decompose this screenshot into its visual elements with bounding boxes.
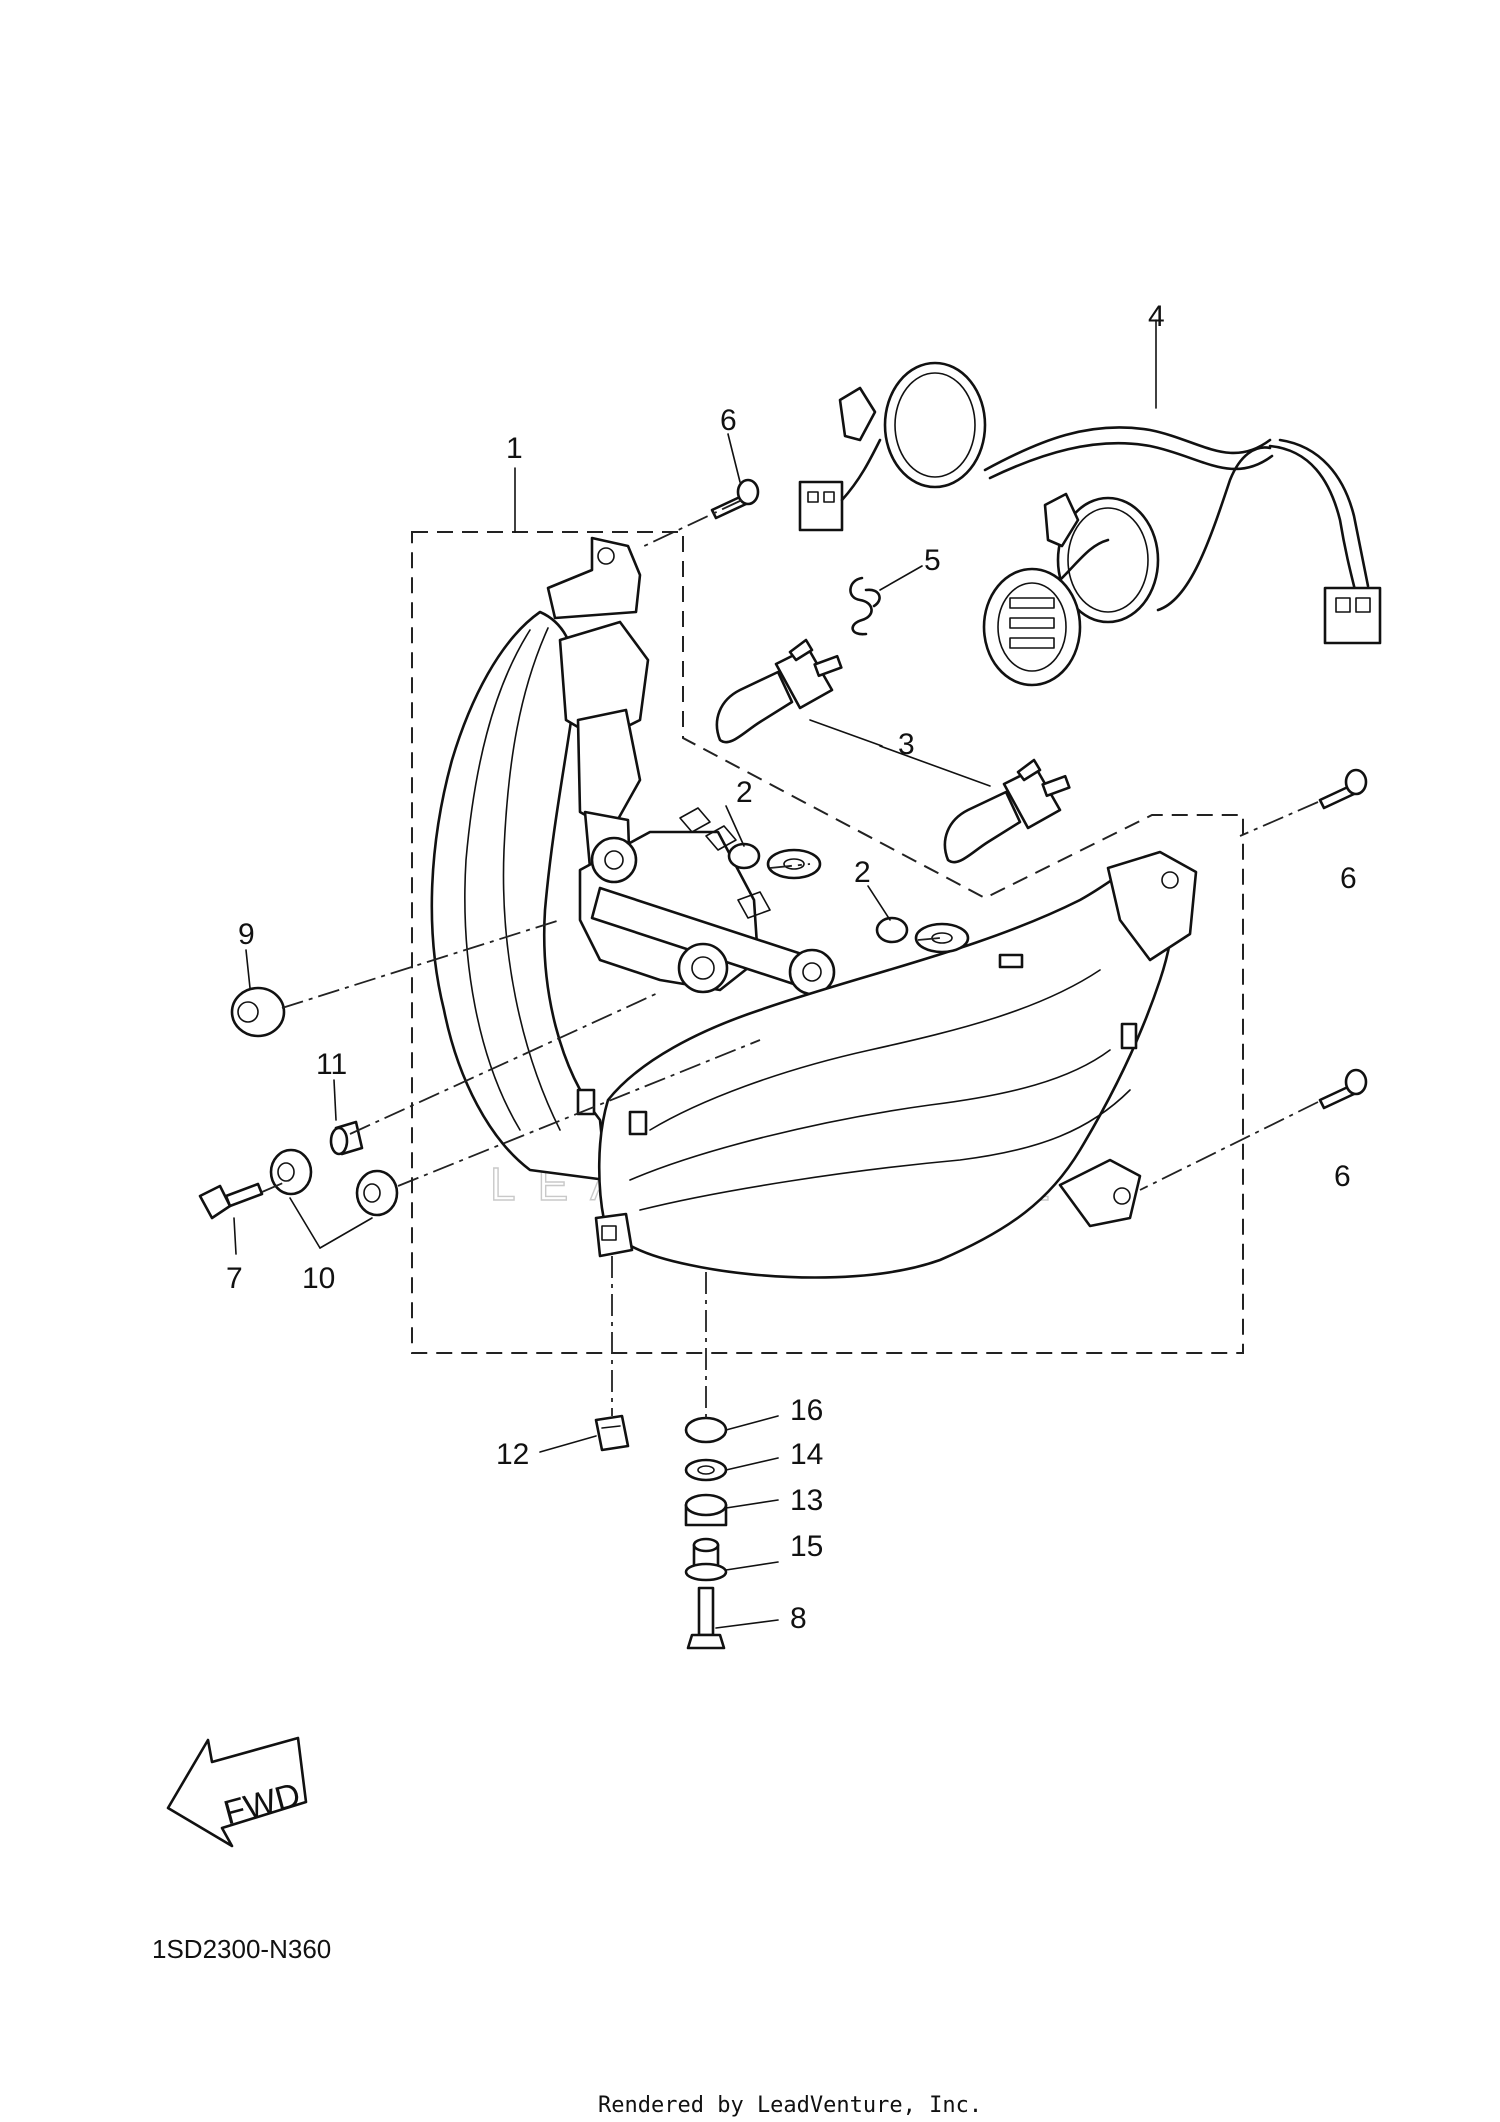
damper-10-right — [355, 1169, 399, 1217]
spring-clip — [849, 576, 881, 636]
callout-14: 14 — [790, 1438, 823, 1471]
callout-6-right-upper: 6 — [1340, 862, 1357, 895]
callout-2-lower: 2 — [854, 856, 871, 889]
render-credit: Rendered by LeadVenture, Inc. — [598, 2093, 982, 2118]
grommet-16 — [684, 1416, 728, 1444]
callout-5: 5 — [924, 544, 941, 577]
callout-16: 16 — [790, 1394, 823, 1427]
screw-right-upper — [1318, 768, 1368, 810]
collar-11 — [329, 1120, 364, 1156]
leader-lines — [233, 319, 1157, 1629]
callout-9: 9 — [238, 918, 255, 951]
callout-13: 13 — [790, 1484, 823, 1517]
assembly-boundary — [411, 531, 1244, 1354]
wiring-harness — [798, 361, 1382, 645]
forward-direction-arrow: FWD — [166, 1736, 308, 1848]
collar-15 — [684, 1537, 728, 1582]
screw-top — [710, 478, 760, 520]
damper-10-left — [269, 1148, 313, 1196]
callout-1: 1 — [506, 432, 523, 465]
callout-3: 3 — [898, 728, 915, 761]
callout-8: 8 — [790, 1602, 807, 1635]
grommet-13 — [684, 1493, 728, 1527]
halogen-bulb-upper — [715, 638, 843, 744]
position-lamp-socket-lower — [875, 916, 970, 954]
callout-11: 11 — [316, 1048, 347, 1081]
callout-6-top: 6 — [720, 404, 737, 437]
headlight-housing — [430, 536, 1198, 1279]
bolt-7 — [198, 1182, 264, 1220]
position-lamp-socket-upper — [727, 842, 822, 880]
clip-nut-12 — [594, 1414, 630, 1452]
halogen-bulb-lower — [943, 758, 1071, 864]
callout-10: 10 — [302, 1262, 335, 1295]
callout-7: 7 — [226, 1262, 243, 1295]
callout-12: 12 — [496, 1438, 529, 1471]
grommet-9 — [230, 986, 286, 1038]
washer-14 — [684, 1458, 728, 1482]
callout-labels: 1 2 2 3 4 5 6 6 6 7 8 9 10 11 12 13 14 1… — [226, 300, 1357, 1635]
bulb-socket — [982, 538, 1110, 687]
bolt-8 — [686, 1586, 726, 1650]
screw-right-lower — [1318, 1068, 1368, 1110]
callout-4: 4 — [1148, 300, 1165, 333]
callout-15: 15 — [790, 1530, 823, 1563]
callout-6-right-lower: 6 — [1334, 1160, 1351, 1193]
diagram-reference-code: 1SD2300-N360 — [152, 1934, 331, 1964]
assembly-lines — [261, 499, 1319, 1418]
callout-2-upper: 2 — [736, 776, 753, 809]
